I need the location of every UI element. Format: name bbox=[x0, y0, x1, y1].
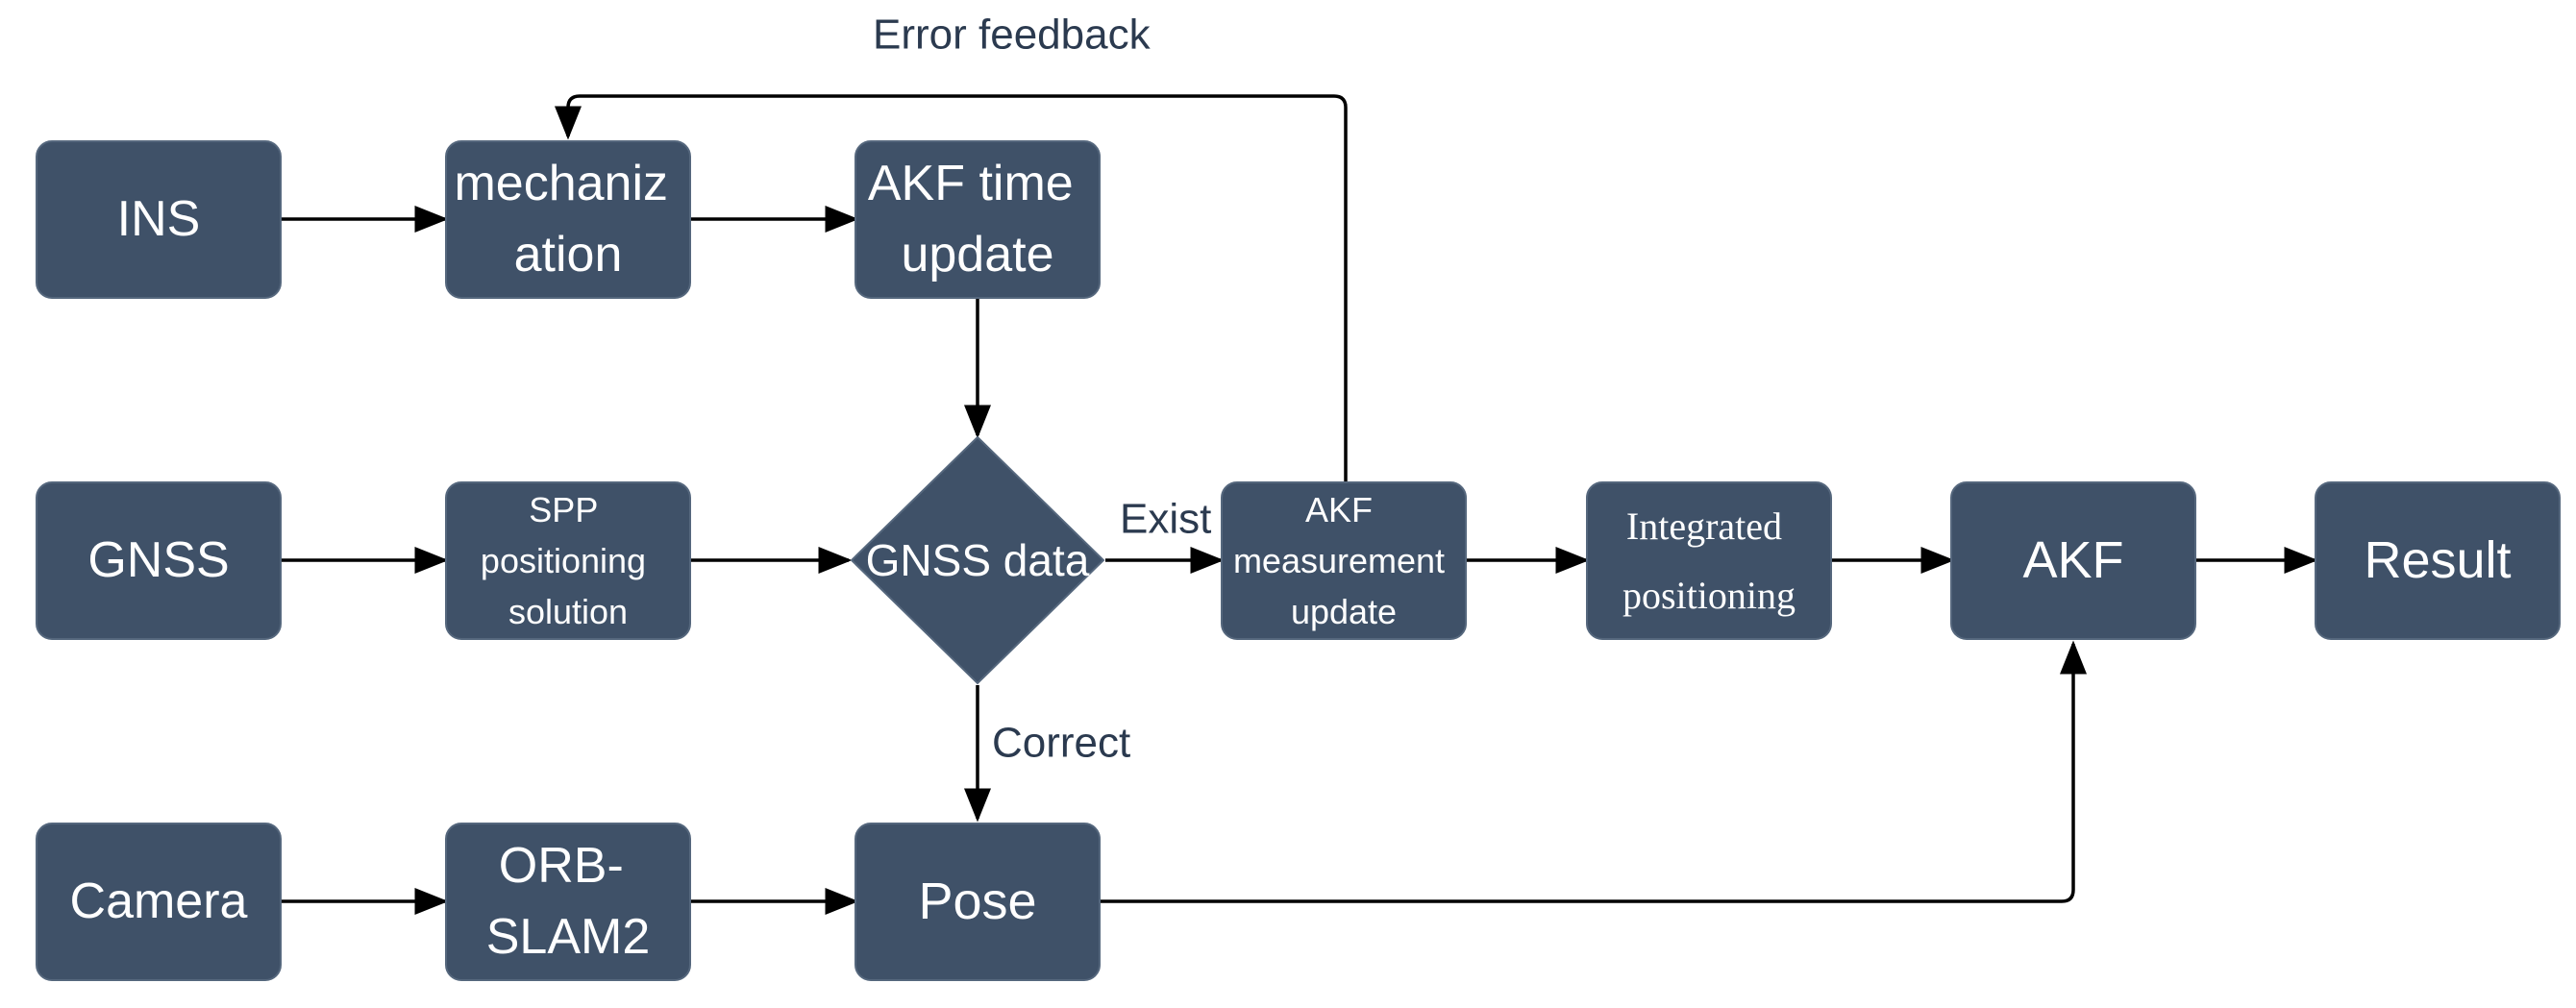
node-mechanization-line: mechaniz bbox=[454, 156, 668, 211]
node-result: Result bbox=[2315, 481, 2561, 640]
node-pose-line: Pose bbox=[918, 873, 1036, 930]
node-mechanization-label: mechaniz ation bbox=[454, 156, 681, 283]
node-gnss-data-decision: GNSS data bbox=[850, 435, 1105, 685]
node-ins-label: INS bbox=[117, 191, 201, 247]
node-spp-line: SPP bbox=[529, 490, 597, 529]
edge-pose-akf bbox=[1101, 640, 2087, 903]
node-pose: Pose bbox=[855, 823, 1101, 981]
node-gnss-line: GNSS bbox=[87, 532, 229, 588]
node-camera: Camera bbox=[36, 823, 282, 981]
node-result-label: Result bbox=[2364, 531, 2511, 589]
node-gnss-label: GNSS bbox=[87, 532, 229, 588]
node-orb-line: SLAM2 bbox=[486, 909, 651, 965]
node-akf: AKF bbox=[1950, 481, 2196, 640]
node-akf-time-update-label: AKF time update bbox=[868, 156, 1087, 283]
node-camera-label: Camera bbox=[70, 873, 248, 929]
error-feedback-label: Error feedback bbox=[873, 12, 1152, 59]
node-akf-time-update-line: update bbox=[901, 227, 1053, 283]
node-akf-label: AKF bbox=[2022, 531, 2123, 589]
node-mechanization-line: ation bbox=[514, 227, 623, 283]
node-orb-line: ORB- bbox=[499, 838, 624, 894]
node-integrated-line: Integrated bbox=[1626, 504, 1782, 548]
node-akf-measurement-label: AKF measurement update bbox=[1233, 490, 1454, 631]
node-orb-slam2: ORB- SLAM2 bbox=[445, 823, 691, 981]
node-spp-line: positioning bbox=[481, 541, 646, 580]
node-spp-line: solution bbox=[508, 592, 628, 631]
node-akf-measurement-line: AKF bbox=[1305, 490, 1373, 529]
node-integrated-label: Integrated positioning bbox=[1622, 504, 1796, 617]
node-pose-label: Pose bbox=[918, 873, 1036, 930]
correct-label: Correct bbox=[992, 720, 1130, 767]
node-akf-time-update: AKF time update bbox=[855, 140, 1101, 299]
node-gnss: GNSS bbox=[36, 481, 282, 640]
node-akf-time-update-line: AKF time bbox=[868, 156, 1074, 211]
node-result-line: Result bbox=[2364, 531, 2511, 589]
node-integrated-positioning: Integrated positioning bbox=[1586, 481, 1832, 640]
node-gnss-data-label: GNSS data bbox=[866, 535, 1090, 585]
node-ins: INS bbox=[36, 140, 282, 299]
node-gnss-data-line: GNSS data bbox=[866, 535, 1090, 585]
node-akf-measurement-update: AKF measurement update bbox=[1221, 481, 1467, 640]
exist-label: Exist bbox=[1120, 496, 1211, 543]
node-camera-line: Camera bbox=[70, 873, 248, 929]
node-spp-positioning-solution: SPP positioning solution bbox=[445, 481, 691, 640]
node-integrated-line: positioning bbox=[1622, 574, 1796, 617]
edge-error-feedback bbox=[555, 94, 1348, 482]
node-akf-measurement-line: measurement bbox=[1233, 541, 1445, 580]
node-orb-label: ORB- SLAM2 bbox=[486, 838, 651, 965]
node-akf-line: AKF bbox=[2022, 531, 2123, 589]
node-akf-measurement-line: update bbox=[1291, 592, 1397, 631]
edges bbox=[281, 94, 2318, 915]
node-mechanization: mechaniz ation bbox=[445, 140, 691, 299]
node-spp-label: SPP positioning solution bbox=[481, 490, 656, 631]
node-ins-line: INS bbox=[117, 191, 201, 247]
